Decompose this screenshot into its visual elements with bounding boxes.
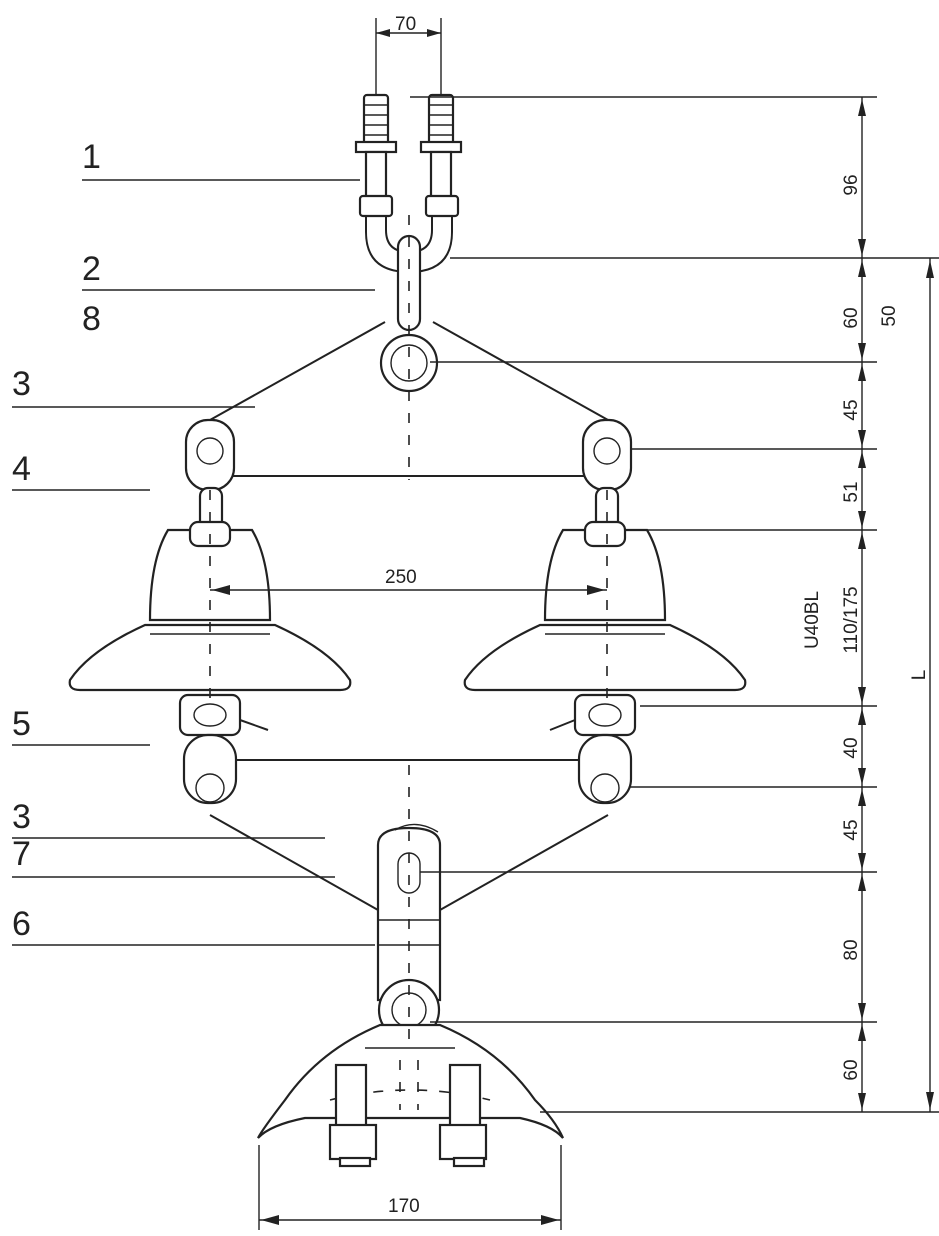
svg-text:U40BL: U40BL [802,591,823,649]
svg-text:8: 8 [82,300,101,338]
svg-text:50: 50 [879,305,900,326]
dimension-bottom-170: 170 [258,1145,562,1230]
callout-4: 4 [12,450,150,491]
right-insulator-string [463,418,747,805]
lower-yoke-plate [209,759,609,911]
callout-2: 2 [82,250,375,291]
svg-text:60: 60 [841,307,862,328]
callout-6: 6 [12,905,375,946]
callout-3-upper: 3 [12,365,255,408]
callout-8: 8 [82,300,101,338]
svg-text:45: 45 [841,399,862,420]
svg-text:70: 70 [395,14,416,35]
svg-text:3: 3 [12,365,31,403]
svg-text:7: 7 [12,835,31,873]
suspension-clamp [257,1023,565,1168]
svg-text:45: 45 [841,819,862,840]
svg-text:250: 250 [385,567,417,588]
svg-text:1: 1 [82,138,101,176]
dimension-top-70: 70 [375,14,442,95]
svg-text:6: 6 [12,905,31,943]
callout-5: 5 [12,705,150,746]
svg-text:80: 80 [841,939,862,960]
svg-text:4: 4 [12,450,31,488]
svg-text:96: 96 [841,174,862,195]
dimension-right-column: 96 60 50 45 51 U40BL 110/175 40 45 80 60… [410,96,939,1113]
svg-text:170: 170 [388,1196,420,1217]
svg-text:110/175: 110/175 [841,586,862,653]
svg-text:3: 3 [12,798,31,836]
callout-3-lower: 3 [12,798,325,839]
callout-7: 7 [12,835,335,878]
callout-1: 1 [82,138,360,181]
svg-text:5: 5 [12,705,31,743]
svg-text:60: 60 [841,1059,862,1080]
center-lines [209,215,608,1045]
svg-text:2: 2 [82,250,101,288]
upper-yoke-plate [209,321,609,477]
svg-text:40: 40 [841,737,862,758]
svg-text:L: L [909,670,930,681]
left-insulator-string [68,418,352,805]
dimension-insulator-250: 250 [210,567,607,595]
svg-text:51: 51 [841,481,862,502]
